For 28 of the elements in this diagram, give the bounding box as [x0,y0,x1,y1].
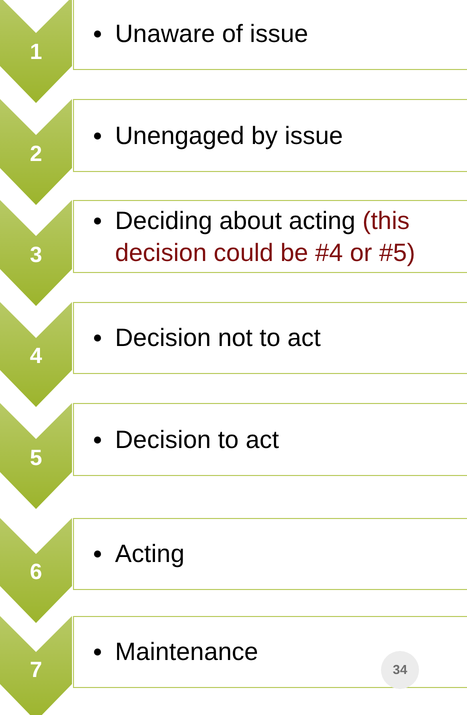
chevron-shape [0,99,72,205]
step-box [73,200,467,273]
step-text: Unengaged by issue [115,120,343,152]
chevron-shape [0,403,72,509]
chevron-shape [0,200,72,306]
step-number: 3 [30,244,42,266]
chevron-shape [0,616,72,715]
step-number: 2 [30,142,42,164]
step-box [73,99,467,172]
step-number: 4 [30,345,42,367]
step-box [73,403,467,476]
step-number: 5 [30,446,42,468]
step-number: 1 [30,40,42,62]
chevron-shape [0,518,72,623]
step-text: Decision not to act [115,323,321,354]
step-box [73,616,467,688]
step-box [73,518,467,590]
step-box [73,302,467,374]
chevron-shape [0,302,72,407]
step-text: Acting [115,539,184,570]
step-box [73,0,467,70]
step-number: 6 [30,561,42,583]
step-text: Unaware of issue [115,18,308,50]
chevron-shape [0,0,72,103]
step-text: Decision to act [115,424,279,456]
step-text: Deciding about acting (this decision could be #4 or #5) [115,206,416,268]
step-number: 7 [30,659,42,681]
step-text: Maintenance [115,637,258,668]
